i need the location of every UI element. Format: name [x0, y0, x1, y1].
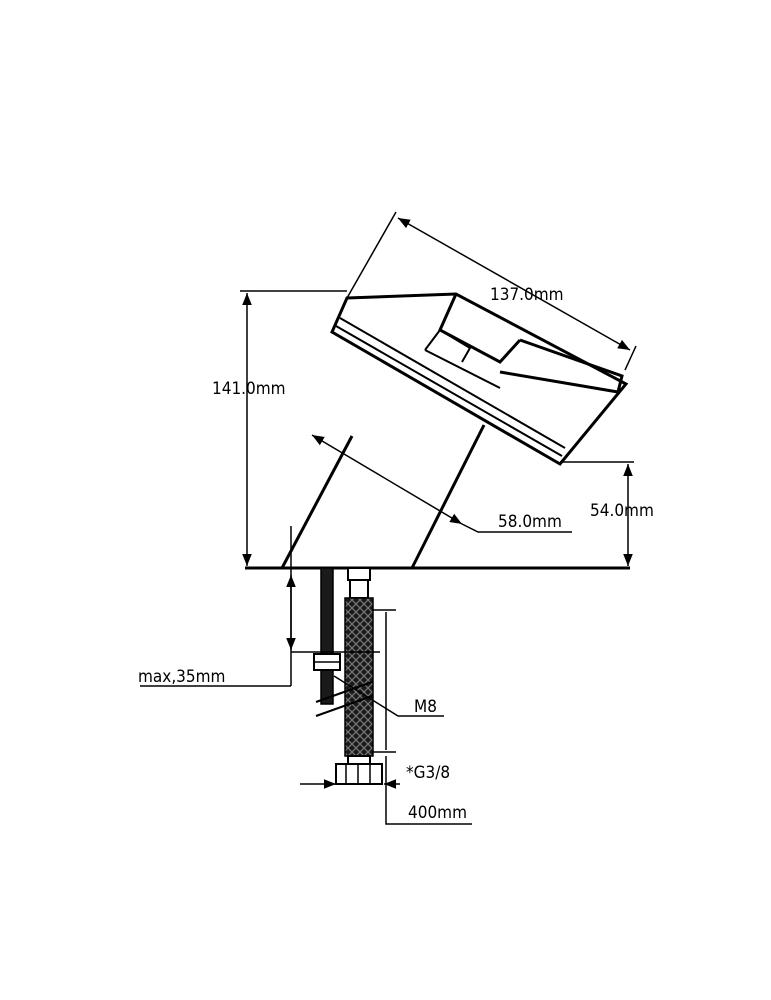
- mounting-rod: [313, 567, 341, 705]
- supply-hose: [335, 567, 383, 785]
- dim-spout-height: [560, 461, 634, 566]
- dim-hose-length-label: 400mm: [408, 803, 467, 823]
- break-marks: [315, 681, 373, 717]
- dim-height-total-label: 141.0mm: [212, 379, 286, 399]
- dim-length: [346, 211, 637, 371]
- dim-hose-guides: [372, 609, 396, 753]
- dim-hose-thread-label: *G3/8: [406, 763, 450, 783]
- dim-length-label: 137.0mm: [490, 285, 564, 305]
- dim-max-deck: [140, 526, 380, 687]
- dim-hose-length: [385, 756, 472, 825]
- faucet-body: [245, 424, 630, 570]
- dim-max-deck-label: max,35mm: [138, 667, 225, 687]
- dim-body-diameter: [311, 434, 572, 533]
- dim-body-diameter-label: 58.0mm: [498, 512, 562, 532]
- dim-height-total: [240, 290, 347, 566]
- dim-spout-height-label: 54.0mm: [590, 501, 654, 521]
- dim-thread-label: M8: [414, 697, 437, 717]
- faucet-head: [330, 292, 629, 466]
- dim-thread-leader: [333, 675, 444, 717]
